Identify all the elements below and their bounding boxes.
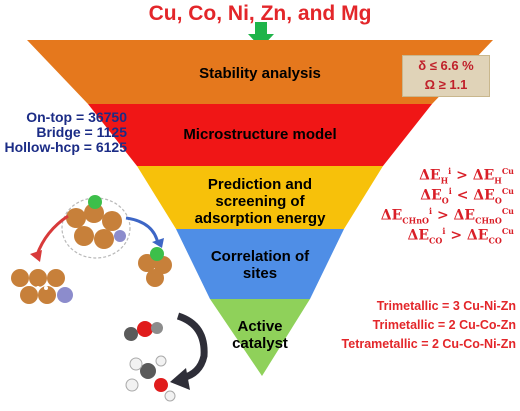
energy-criterion-h: ΔEHi > ΔEHCu [419,166,514,186]
catalyst-item-2: Trimetallic = 2 Cu-Co-Zn [372,318,516,332]
omega-condition: Ω ≥ 1.1 [424,77,468,92]
catalyst-item-3: Tetrametallic = 2 Cu-Co-Ni-Zn [341,337,516,351]
catalyst-list: Trimetallic = 3 Cu-Ni-Zn Trimetallic = 2… [296,297,516,354]
level-label-microstructure: Microstructure model [183,126,337,143]
funnel-level-microstructure [88,104,432,166]
funnel-level-stability [27,40,493,104]
methanol-molecule-icon [125,355,176,402]
cluster-illustration [11,195,172,304]
funnel-level-active-catalyst [210,299,310,376]
energy-criterion-o: ΔEOi < ΔEOCu [420,186,514,206]
energy-criterion-chno: ΔECHnOi > ΔECHnOCu [380,206,514,226]
metals-title: Cu, Co, Ni, Zn, and Mg [148,2,372,25]
delta-condition: δ ≤ 6.6 % [418,58,474,73]
level-label-active-catalyst: Active catalyst [232,318,288,352]
level-label-prediction: Prediction and screening of adsorption e… [194,176,326,227]
site-count-bridge: Bridge = 1125 [36,124,127,140]
site-count-on-top: On-top = 36750 [26,109,127,125]
stability-conditions-box: δ ≤ 6.6 % Ω ≥ 1.1 [402,55,490,97]
catalyst-item-1: Trimetallic = 3 Cu-Ni-Zn [376,299,516,313]
site-count-hollow-hcp: Hollow-hcp = 6125 [4,139,127,155]
level-label-correlation: Correlation of sites [210,248,310,282]
energy-criterion-co: ΔECOi > ΔECOCu [407,226,515,246]
site-counts: On-top = 36750 Bridge = 1125 Hollow-hcp … [2,110,127,155]
curved-arrow-icon [170,312,208,390]
level-label-stability: Stability analysis [199,65,321,82]
funnel-level-correlation [176,229,344,299]
funnel-level-prediction [137,166,383,229]
co-molecule-icon [124,321,163,341]
